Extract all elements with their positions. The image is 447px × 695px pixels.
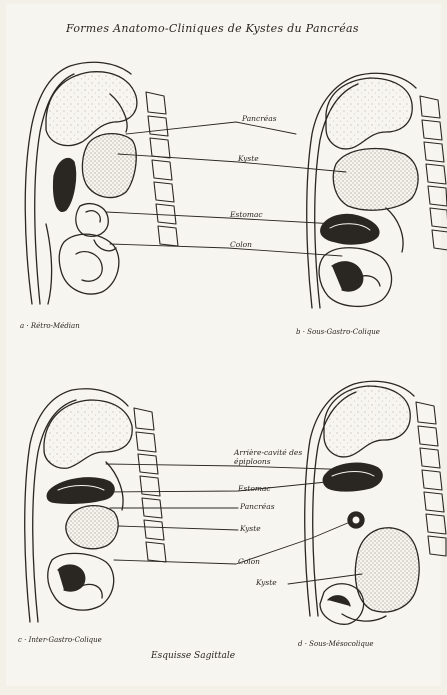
panel-a-drawing bbox=[25, 62, 178, 304]
caption-panel-d: d · Sous-Mésocolique bbox=[298, 640, 374, 648]
label-cyst-bottom: Kyste bbox=[240, 524, 261, 533]
label-colon-bottom: Colon bbox=[238, 557, 260, 566]
label-cyst-top: Kyste bbox=[238, 154, 259, 163]
caption-panel-b: b · Sous-Gastro-Colique bbox=[296, 328, 380, 336]
panel-b-drawing bbox=[307, 73, 447, 308]
caption-panel-c: c · Inter-Gastro-Colique bbox=[18, 636, 102, 644]
label-colon-top: Colon bbox=[230, 240, 252, 249]
panel-d-drawing bbox=[305, 381, 446, 624]
anatomical-drawings bbox=[6, 4, 447, 695]
panel-c-drawing bbox=[25, 389, 166, 622]
label-pancreas-bottom: Pancréas bbox=[240, 502, 275, 511]
label-pancreas-top: Pancréas bbox=[242, 114, 277, 123]
drawing-sheet: Formes Anatomo-Cliniques de Kystes du Pa… bbox=[6, 4, 441, 686]
label-cyst-left: Kyste bbox=[256, 578, 277, 587]
leader-lines bbox=[100, 122, 362, 584]
label-stomach-bottom: Estomac bbox=[238, 484, 271, 493]
caption-panel-a: a · Rétro-Médian bbox=[20, 322, 80, 330]
label-stomach-top: Estomac bbox=[230, 210, 263, 219]
footer-caption: Esquisse Sagittale bbox=[151, 651, 235, 661]
label-bursa: Arrière-cavité des épiploons bbox=[234, 448, 326, 466]
